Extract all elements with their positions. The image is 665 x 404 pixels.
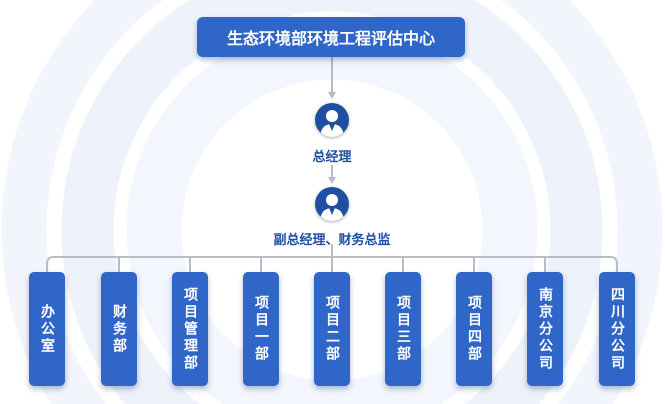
- department-label: 项目二部: [324, 295, 340, 363]
- department-box: 四川分公司: [599, 272, 635, 386]
- arrow-head: [328, 177, 336, 184]
- department-label: 办公室: [39, 303, 55, 355]
- department-box: 项目管理部: [172, 272, 208, 386]
- arrow-head: [328, 92, 336, 99]
- person-icon: [315, 187, 349, 221]
- department-box: 财务部: [101, 272, 137, 386]
- department-label: 项目四部: [466, 295, 482, 363]
- department-label: 项目管理部: [182, 286, 198, 372]
- department-box: 办公室: [29, 272, 65, 386]
- person-icon: [315, 103, 349, 137]
- department-label: 财务部: [111, 303, 127, 355]
- org-title: 生态环境部环境工程评估中心: [197, 17, 465, 57]
- general-manager-label: 总经理: [312, 150, 352, 165]
- deputy-label: 副总经理、财务总监: [273, 233, 391, 248]
- department-label: 项目三部: [395, 295, 411, 363]
- department-box: 项目一部: [243, 272, 279, 386]
- department-box: 南京分公司: [527, 272, 563, 386]
- department-label: 四川分公司: [609, 286, 625, 372]
- department-box: 项目四部: [456, 272, 492, 386]
- department-box: 项目二部: [314, 272, 350, 386]
- department-label: 南京分公司: [537, 286, 553, 372]
- department-label: 项目一部: [253, 295, 269, 363]
- org-title-text: 生态环境部环境工程评估中心: [226, 29, 435, 48]
- department-box: 项目三部: [385, 272, 421, 386]
